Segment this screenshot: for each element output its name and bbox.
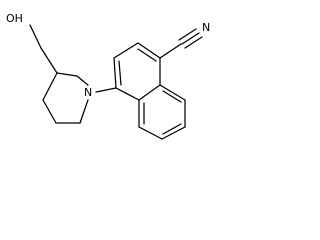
bond-n-naphthyl: [95, 87, 117, 93]
hydroxymethyl-group: [29, 24, 58, 74]
bond-cn-triple-b: [178, 28, 197, 41]
nitrile-nitrogen-label: N: [202, 21, 210, 34]
bond-c2a-c1a: [137, 42, 161, 59]
naphthalene-ring-upper: [113, 42, 161, 101]
naphthalene-ring-lower: [138, 84, 186, 140]
bond-c7-c6: [161, 126, 186, 140]
bond-ch2-c3: [40, 47, 58, 74]
bond-c4-c3: [42, 72, 58, 101]
bond-n1-c6: [79, 99, 89, 124]
bond-c8a-c4b: [138, 84, 161, 101]
bond-c7-c6-inner: [162, 123, 182, 135]
bond-c4a-c3a: [113, 57, 117, 89]
bond-c3-c2: [56, 72, 78, 77]
nitrile-group: [159, 28, 203, 59]
chemical-structure: OH N N: [6, 12, 210, 140]
hydroxyl-label: OH: [6, 12, 23, 25]
bond-c8a-c8-inner: [162, 90, 182, 103]
bond-c2-n1: [76, 75, 89, 86]
piperidine-nitrogen-label: N: [84, 86, 92, 99]
piperidine-ring: [42, 72, 89, 124]
bond-c1a-cn: [159, 43, 182, 59]
bond-o-ch2: [29, 24, 42, 49]
bond-c2a-c1a-inner: [137, 48, 157, 62]
bond-c6-c5: [138, 126, 163, 140]
bond-c5-c4: [42, 99, 57, 124]
bond-c3a-c2a: [113, 42, 139, 59]
bond-cn-triple-a: [181, 32, 200, 45]
bond-c4a-c3a-inner: [118, 60, 122, 86]
bond-c4b-c4a: [115, 87, 140, 101]
bond-c8a-c8: [159, 84, 186, 101]
bond-cn-triple-c: [184, 36, 203, 49]
